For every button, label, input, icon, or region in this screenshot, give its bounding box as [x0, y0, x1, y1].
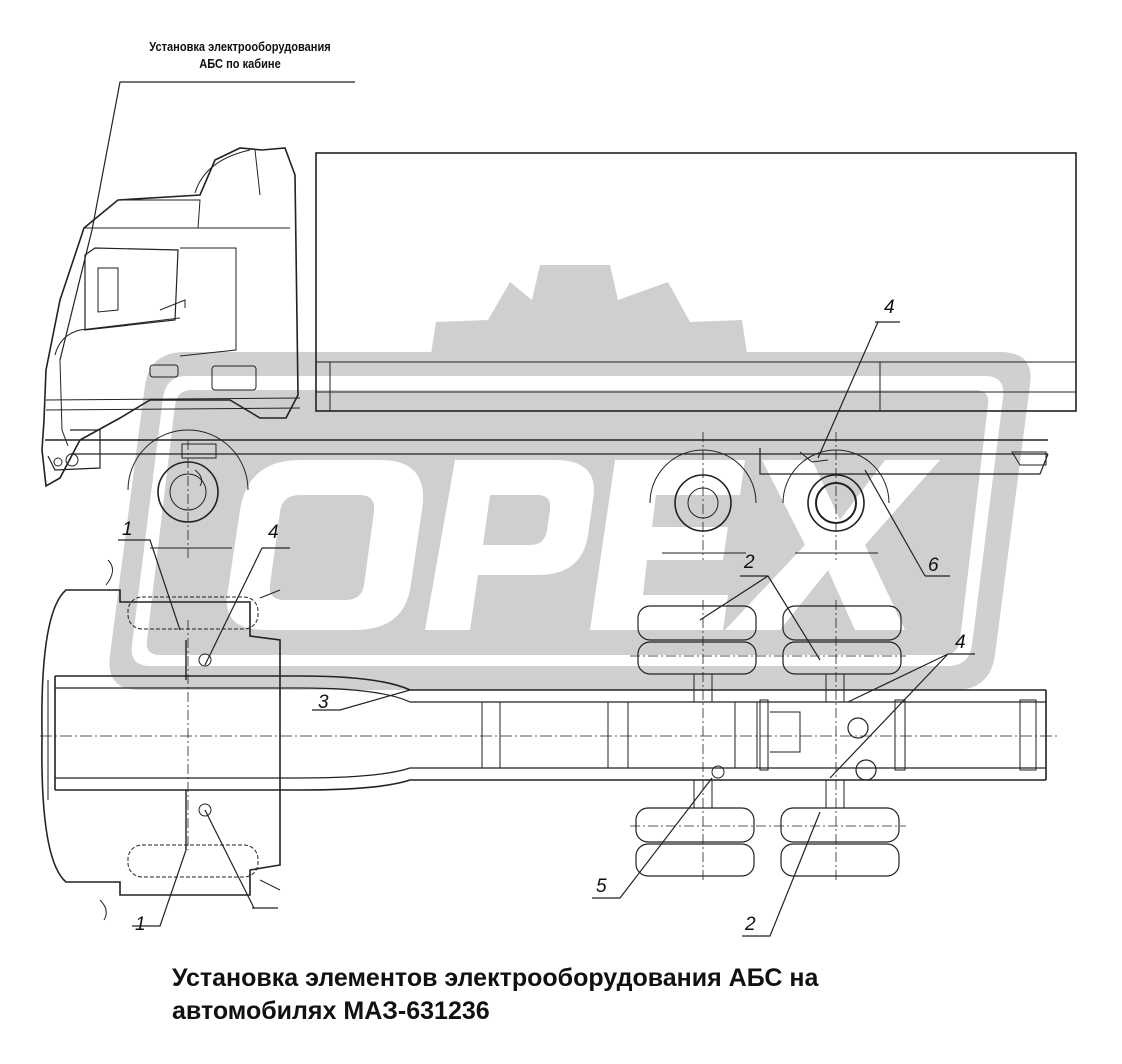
rear2-lower-tire-a — [780, 807, 900, 843]
callout-4-side-view: 4 — [884, 297, 895, 318]
front-right-tire-top — [127, 844, 259, 878]
cab-installation-note: Установка электрооборудования АБС по каб… — [130, 38, 351, 72]
frame-rail-lower — [55, 779, 1046, 791]
watermark-gear — [430, 265, 748, 360]
callout-2-lower: 2 — [745, 914, 756, 935]
chassis-top-view — [40, 559, 1060, 921]
callout-1-top: 1 — [122, 519, 133, 540]
truck-side-view — [41, 147, 1077, 560]
callout-4-left-top: 4 — [268, 522, 279, 543]
figure-caption-line2: автомобилях МАЗ-631236 — [172, 997, 490, 1025]
leader-lines — [59, 81, 975, 937]
cargo-body — [315, 152, 1077, 412]
watermark-letter-e — [590, 460, 745, 630]
callout-3: 3 — [318, 692, 329, 713]
front-left-tire-top — [127, 596, 259, 630]
watermark-letter-o — [226, 460, 424, 630]
rear1-lower-tire-a — [635, 807, 755, 843]
figure-caption-line1: Установка элементов электрооборудования … — [172, 964, 819, 992]
rear1-upper-tire-a — [637, 605, 757, 641]
frame-rail-upper — [55, 675, 1046, 691]
cab-top-outline — [41, 589, 281, 896]
callout-6: 6 — [928, 555, 939, 576]
cab-outline — [41, 147, 299, 488]
cab-window — [84, 247, 179, 331]
rear2-upper-tire-a — [782, 605, 902, 641]
watermark-logo — [109, 265, 1031, 690]
cab-installation-note-line1: Установка электрооборудования — [149, 39, 331, 54]
callout-2-upper: 2 — [744, 552, 755, 573]
callout-4-right: 4 — [955, 632, 966, 653]
callout-1-bottom: 1 — [135, 914, 146, 935]
callout-5: 5 — [596, 876, 607, 897]
figure-caption: Установка элементов электрооборудования … — [172, 962, 818, 1028]
watermark-letter-p — [425, 460, 594, 630]
cab-installation-note-line2: АБС по кабине — [199, 56, 281, 71]
watermark-letter-x — [725, 460, 940, 630]
